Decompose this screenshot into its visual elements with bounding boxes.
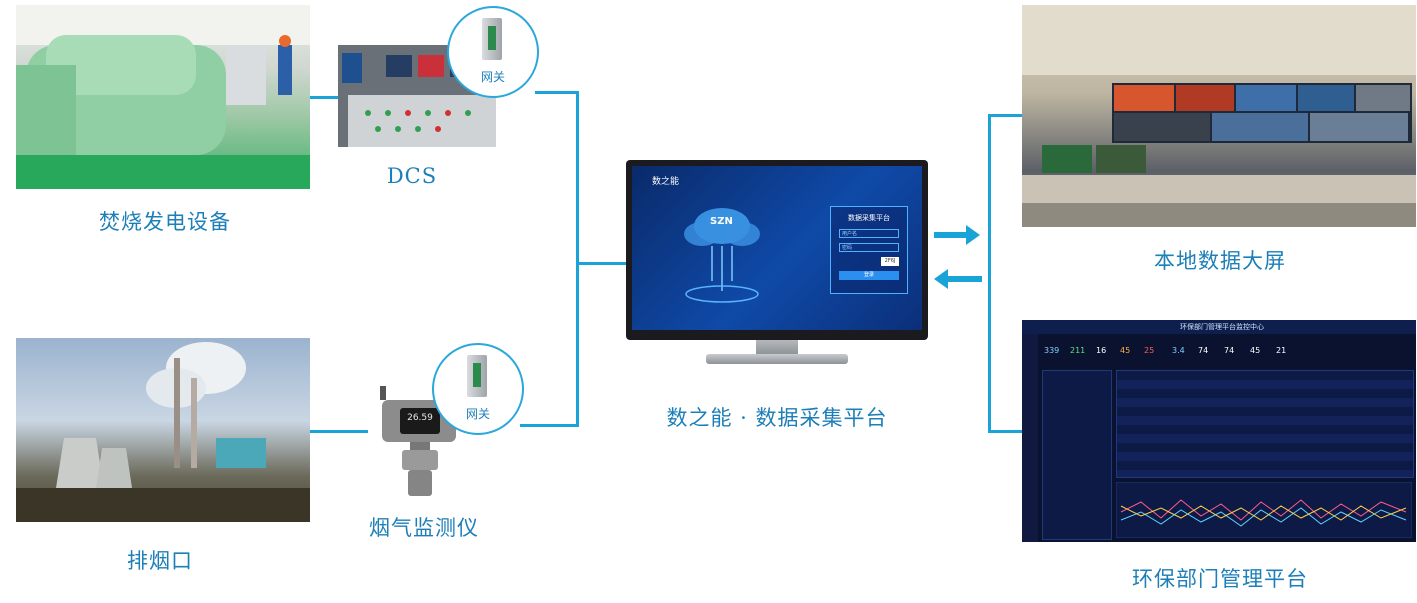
env-stat: 3.4 (1172, 346, 1185, 355)
env-stat-row: 339 211 16 45 25 3.4 74 74 45 21 (1042, 342, 1412, 364)
dcs-label: DCS (386, 164, 438, 188)
env-stat: 339 (1044, 346, 1060, 355)
arrow-left-shaft (948, 276, 982, 282)
cloud-logo: SZN (710, 216, 733, 227)
arrow-right-shaft (934, 232, 968, 238)
env-trend-chart (1116, 482, 1412, 538)
line-incineration-dcs (310, 96, 338, 99)
gateway-1-label: 网关 (480, 70, 505, 84)
line-right-vertical (988, 114, 991, 432)
login-title: 数据采集平台 (848, 214, 890, 222)
line-chimney-monitor (310, 430, 368, 433)
env-stat: 74 (1198, 346, 1209, 355)
env-dashboard-header (1022, 320, 1416, 334)
flue-monitor-label: 烟气监测仪 (369, 516, 479, 540)
env-sidebar (1022, 334, 1038, 542)
gateway-device-icon (482, 18, 502, 60)
env-tree-panel (1042, 370, 1112, 540)
login-button[interactable]: 登录 (839, 271, 899, 280)
chimney-photo (16, 338, 310, 522)
local-screen-photo (1022, 5, 1416, 227)
line-to-platform (576, 262, 626, 265)
arrow-left-head (934, 269, 948, 289)
dcs-illustration (338, 45, 496, 147)
local-screen-label: 本地数据大屏 (1154, 249, 1286, 273)
screen-brand: 数之能 (652, 177, 680, 187)
incineration-label: 焚烧发电设备 (99, 210, 231, 234)
env-stat: 45 (1250, 346, 1261, 355)
monitor-foot (706, 354, 848, 364)
login-panel: 数据采集平台 用户名 密码 2F6J 登录 (830, 206, 908, 294)
gateway-1: 网关 (447, 6, 539, 98)
line-to-env-platform (988, 430, 1022, 433)
line-gw2-right (520, 424, 578, 427)
gateway-2: 网关 (432, 343, 524, 435)
line-left-vertical (576, 91, 579, 427)
env-stat: 74 (1224, 346, 1235, 355)
env-table (1116, 370, 1414, 478)
line-to-local-screen (988, 114, 1022, 117)
flue-monitor-reading: 26.59 (407, 413, 433, 423)
env-stat: 16 (1096, 346, 1107, 355)
username-field[interactable]: 用户名 (839, 229, 899, 238)
control-room-illustration (1022, 5, 1416, 227)
arrow-right-head (966, 225, 980, 245)
chimney-label: 排烟口 (127, 549, 193, 573)
password-field[interactable]: 密码 (839, 243, 899, 252)
cloud-illustration (684, 208, 760, 303)
captcha-box: 2F6J (881, 257, 899, 266)
env-dashboard: 环保部门管理平台监控中心 339 211 16 45 25 3.4 74 74 … (1022, 320, 1416, 542)
chimney-illustration (16, 342, 310, 522)
platform-label: 数之能 · 数据采集平台 (666, 406, 888, 430)
incineration-illustration (16, 5, 310, 189)
env-stat: 45 (1120, 346, 1131, 355)
env-stat: 21 (1276, 346, 1287, 355)
env-stat: 25 (1144, 346, 1155, 355)
gateway-device-icon (467, 355, 487, 397)
platform-monitor: 数之能 SZN 数据采集平台 用户名 密码 2F6J 登录 (626, 160, 928, 366)
incineration-photo (16, 5, 310, 189)
env-dashboard-title: 环保部门管理平台监控中心 (1180, 323, 1264, 331)
gateway-2-label: 网关 (465, 407, 490, 421)
monitor-screen: 数之能 SZN 数据采集平台 用户名 密码 2F6J 登录 (632, 166, 922, 330)
env-platform-label: 环保部门管理平台 (1132, 567, 1308, 591)
env-stat: 211 (1070, 346, 1086, 355)
line-gw1-right (535, 91, 578, 94)
monitor-neck (756, 340, 798, 356)
